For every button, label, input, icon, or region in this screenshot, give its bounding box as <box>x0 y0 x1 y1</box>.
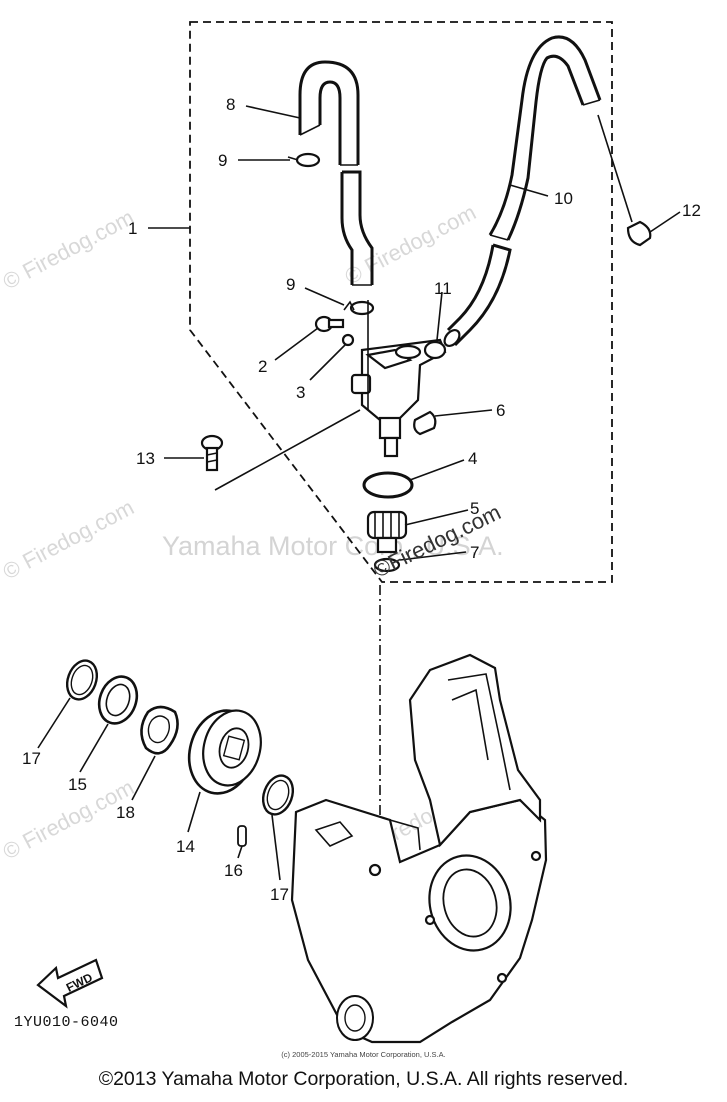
watermark-firedog-3: © Firedog.com <box>0 494 138 584</box>
o-ring-4 <box>362 471 414 499</box>
callout-17-left: 17 <box>22 749 41 768</box>
callout-labels: 1 8 9 9 2 3 11 10 12 6 4 5 7 13 17 15 18… <box>22 95 701 904</box>
copyright-notice: ©2013 Yamaha Motor Corporation, U.S.A. A… <box>98 1068 629 1090</box>
callout-9-lower: 9 <box>286 275 295 294</box>
washer-15 <box>79 675 139 773</box>
crankcase-housing <box>290 653 548 1044</box>
callout-11: 11 <box>434 279 452 298</box>
callout-18: 18 <box>116 803 135 822</box>
hose-8 <box>298 60 360 166</box>
pin-6 <box>413 410 437 436</box>
callout-17-right: 17 <box>270 885 289 904</box>
leader-lines <box>148 105 681 870</box>
watermark-firedog-1: © Firedog.com <box>0 204 138 294</box>
callout-2: 2 <box>258 357 267 376</box>
watermark-yamaha: Yamaha Motor Corp., U.S.A. <box>162 531 504 561</box>
snap-ring-17-left <box>37 659 99 749</box>
bolt-2 <box>314 315 345 333</box>
assembly-boundary <box>189 21 613 583</box>
callout-3: 3 <box>296 383 305 402</box>
washer-3 <box>341 333 355 347</box>
callout-8: 8 <box>226 95 235 114</box>
callout-14: 14 <box>176 837 195 856</box>
callout-6: 6 <box>496 401 505 420</box>
callout-16: 16 <box>224 861 243 880</box>
hose-10-lower <box>443 243 512 347</box>
hose-10 <box>488 35 602 241</box>
clip-7 <box>373 557 401 573</box>
pin-16 <box>237 825 247 859</box>
hose-segment <box>340 170 374 286</box>
snap-ring-17-right <box>261 774 295 881</box>
callout-9-upper: 9 <box>218 151 227 170</box>
callout-5: 5 <box>470 499 479 518</box>
callout-13: 13 <box>136 449 155 468</box>
callout-15: 15 <box>68 775 87 794</box>
fitting-11 <box>423 340 447 360</box>
oil-pump-body <box>350 300 447 458</box>
bearing-14 <box>187 709 262 833</box>
seal-18 <box>131 705 179 801</box>
callout-10: 10 <box>554 189 573 208</box>
watermark-firedog-2: © Firedog.com <box>341 199 480 289</box>
gear-5 <box>366 510 408 554</box>
callout-4: 4 <box>468 449 477 468</box>
callout-7: 7 <box>470 543 479 562</box>
forward-arrow-icon: FWD <box>36 958 104 1009</box>
callout-12: 12 <box>682 201 701 220</box>
screw-13 <box>200 434 224 472</box>
cap-12 <box>626 220 652 247</box>
diagram-part-code: 1YU010-6040 <box>14 1014 119 1031</box>
callout-1: 1 <box>128 219 137 238</box>
clip-9-upper <box>287 152 321 168</box>
small-credit-line: (c) 2005-2015 Yamaha Motor Corporation, … <box>281 1050 446 1059</box>
